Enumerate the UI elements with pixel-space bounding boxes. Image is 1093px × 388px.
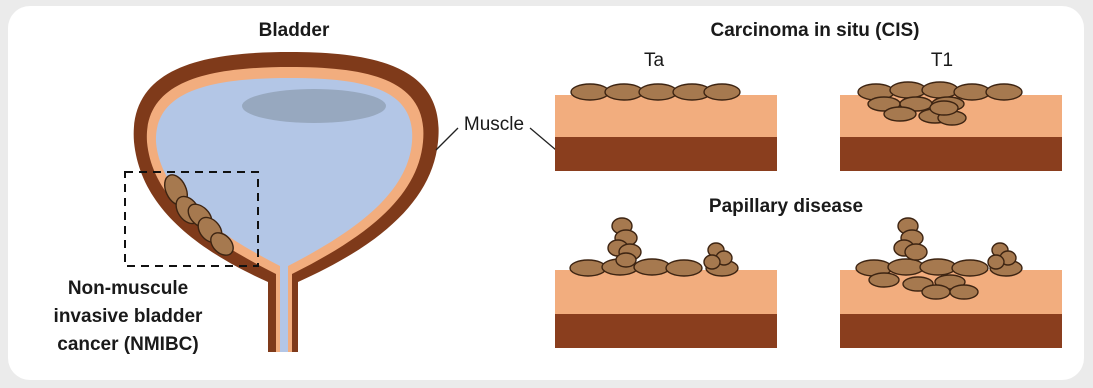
- cell: [869, 273, 899, 287]
- muscle-layer: [840, 314, 1062, 348]
- cell: [639, 84, 677, 100]
- cell: [704, 84, 740, 100]
- muscle-layer: [555, 137, 777, 171]
- panel-cis-t1: [840, 82, 1062, 171]
- cell: [954, 84, 990, 100]
- ta-label: Ta: [644, 50, 665, 71]
- cell: [571, 84, 609, 100]
- mucosa-layer: [555, 95, 777, 137]
- cell: [922, 82, 958, 98]
- cell: [616, 253, 636, 267]
- cell: [988, 255, 1004, 269]
- papillary-title: Papillary disease: [709, 196, 863, 217]
- muscle-label: Muscle: [464, 114, 524, 135]
- muscle-layer: [555, 314, 777, 348]
- cell: [634, 259, 670, 275]
- cell: [930, 101, 958, 115]
- cell: [905, 244, 927, 260]
- cell: [704, 255, 720, 269]
- cell: [950, 285, 978, 299]
- nmibc-label-line2: invasive bladder: [54, 306, 204, 327]
- t1-label: T1: [931, 50, 953, 71]
- cell: [920, 259, 956, 275]
- bladder-label: Bladder: [259, 20, 330, 41]
- nmibc-label-line1: Non-muscule: [68, 278, 188, 299]
- cell: [922, 285, 950, 299]
- cell: [666, 260, 702, 276]
- cell: [884, 107, 916, 121]
- cell: [952, 260, 988, 276]
- cell: [888, 259, 924, 275]
- cell: [570, 260, 606, 276]
- nmibc-label-line3: cancer (NMIBC): [57, 334, 198, 355]
- cell: [986, 84, 1022, 100]
- cell: [605, 84, 643, 100]
- cell: [890, 82, 926, 98]
- panel-cis-ta: [555, 84, 777, 171]
- cis-title: Carcinoma in situ (CIS): [710, 20, 919, 41]
- muscle-layer: [840, 137, 1062, 171]
- fluid-surface: [242, 89, 386, 123]
